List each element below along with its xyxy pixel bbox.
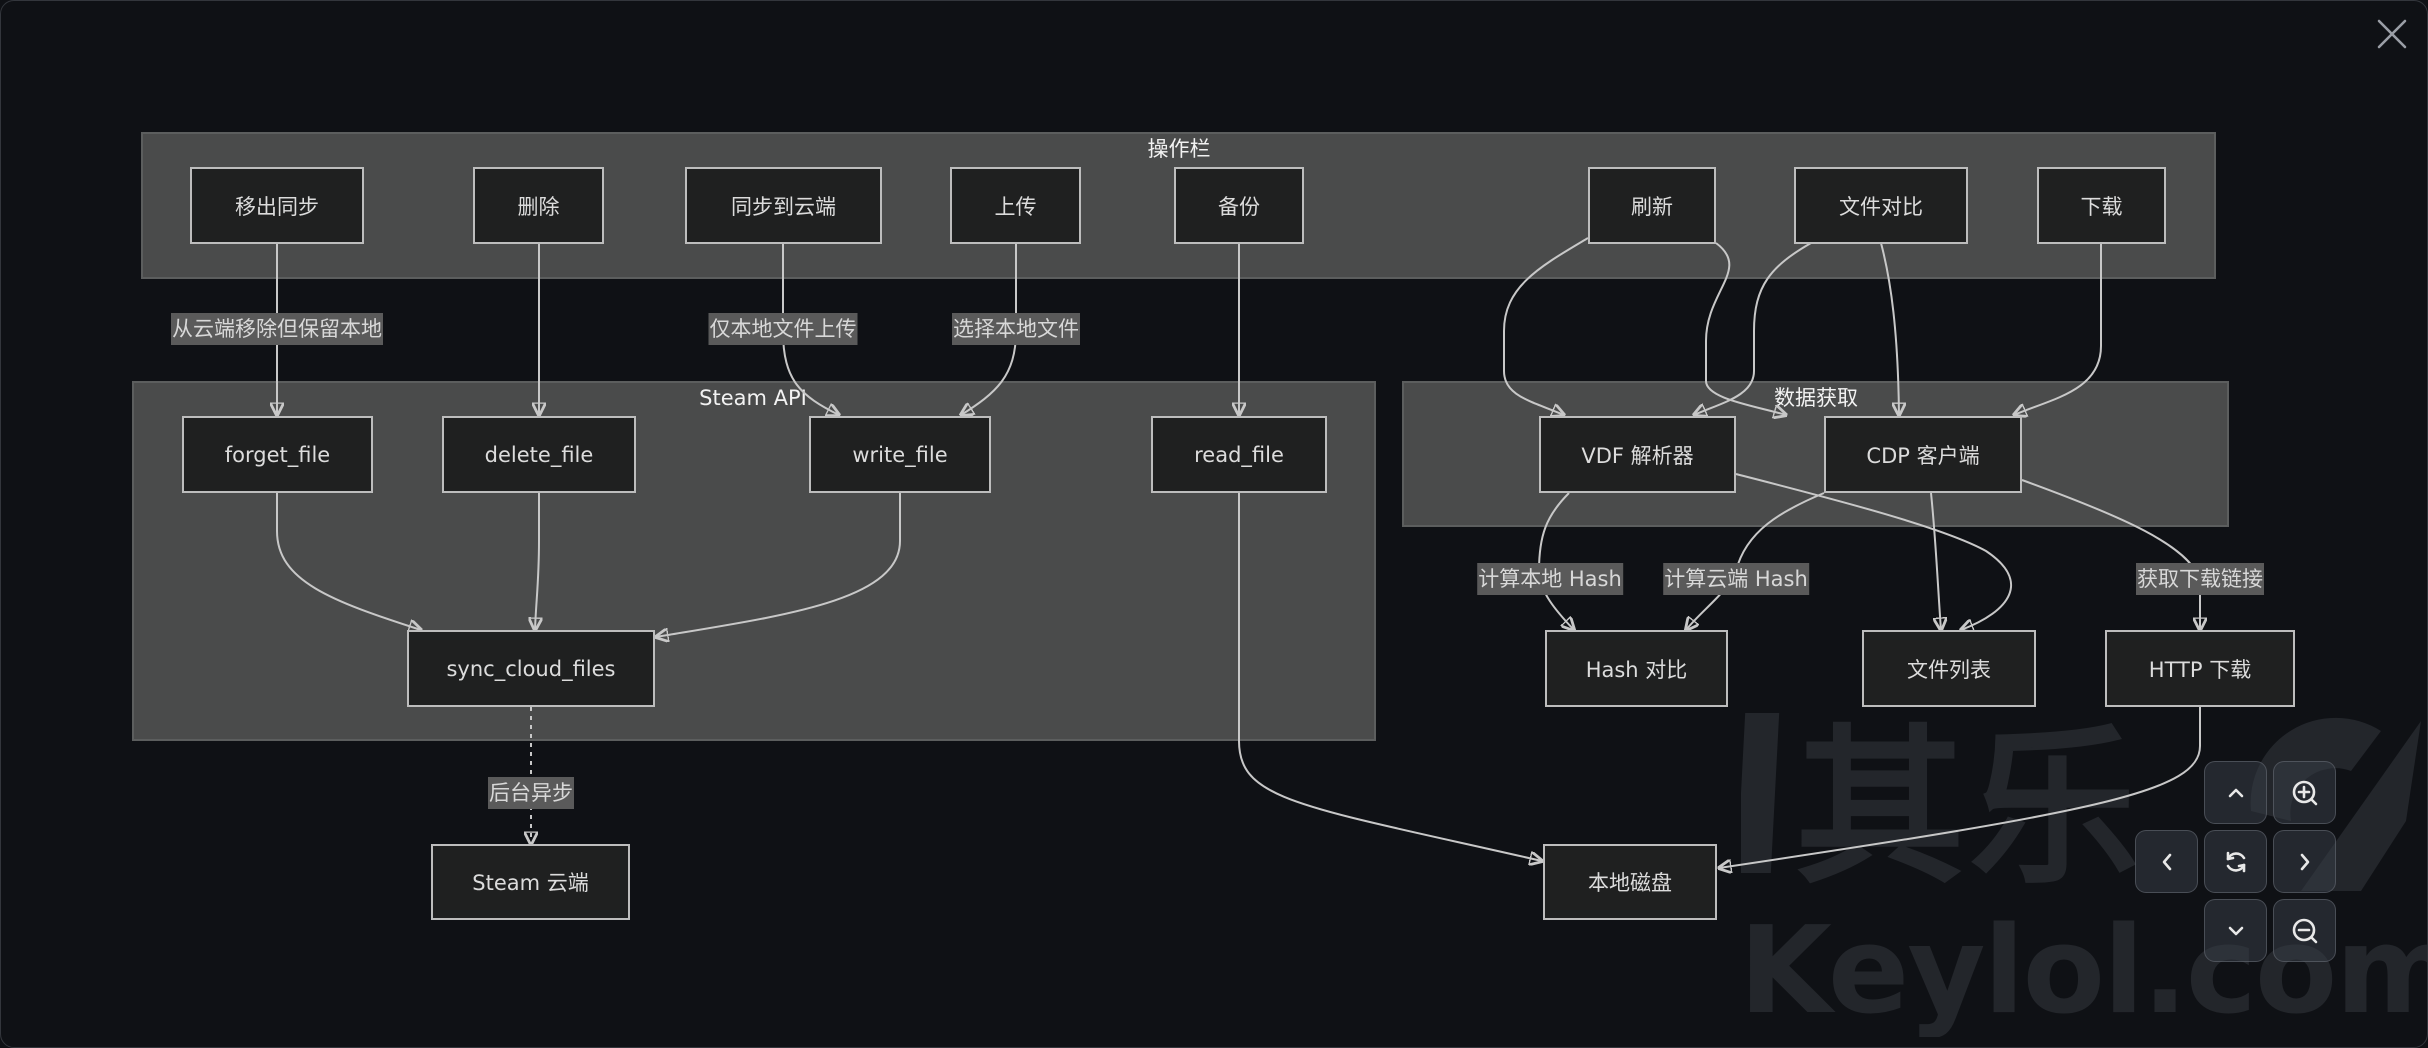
close-button[interactable]: [2375, 17, 2409, 51]
node-delete-file[interactable]: delete_file: [442, 416, 636, 493]
zoom-in-button[interactable]: [2273, 761, 2336, 824]
node-steam-cloud[interactable]: Steam 云端: [431, 844, 630, 920]
node-hash-compare[interactable]: Hash 对比: [1545, 630, 1728, 707]
edge-http-to-local-disk: [1719, 707, 2201, 868]
watermark-cn-text: 其乐: [1795, 713, 2144, 893]
chevron-left-icon: [2162, 853, 2171, 870]
watermark-logo-cn: 其乐: [1741, 713, 2143, 893]
edge-label-local-only-upload: 仅本地文件上传: [708, 313, 858, 345]
chevron-down-icon: [2228, 926, 2243, 935]
node-file-list[interactable]: 文件列表: [1862, 630, 2036, 707]
node-delete[interactable]: 删除: [473, 167, 604, 244]
edge-label-get-download-link: 获取下载链接: [2136, 563, 2264, 595]
zoom-in-icon: [2292, 780, 2317, 805]
node-download[interactable]: 下载: [2037, 167, 2166, 244]
edge-label-select-local-file: 选择本地文件: [952, 313, 1080, 345]
edge-label-background-async: 后台异步: [488, 777, 574, 809]
pan-left-button[interactable]: [2135, 830, 2198, 893]
subgraph-title-steam-api: Steam API: [699, 386, 807, 410]
node-refresh[interactable]: 刷新: [1588, 167, 1716, 244]
node-backup[interactable]: 备份: [1174, 167, 1304, 244]
subgraph-title-ops: 操作栏: [1147, 137, 1211, 161]
node-http-download[interactable]: HTTP 下载: [2105, 630, 2295, 707]
refresh-icon: [2226, 851, 2245, 872]
node-read-file[interactable]: read_file: [1151, 416, 1327, 493]
node-sync-to-cloud[interactable]: 同步到云端: [685, 167, 882, 244]
pan-up-button[interactable]: [2204, 761, 2267, 824]
pan-down-button[interactable]: [2204, 899, 2267, 962]
node-sync-cloud-files[interactable]: sync_cloud_files: [407, 630, 655, 707]
node-cdp-client[interactable]: CDP 客户端: [1824, 416, 2022, 493]
node-upload[interactable]: 上传: [950, 167, 1081, 244]
node-file-compare[interactable]: 文件对比: [1794, 167, 1968, 244]
edge-label-calc-local-hash: 计算本地 Hash: [1477, 563, 1623, 595]
close-icon: [2377, 19, 2407, 49]
node-write-file[interactable]: write_file: [809, 416, 991, 493]
edge-label-calc-cloud-hash: 计算云端 Hash: [1663, 563, 1809, 595]
zoom-out-icon: [2292, 918, 2317, 943]
node-local-disk[interactable]: 本地磁盘: [1543, 844, 1717, 920]
edge-label-remove-keep-local: 从云端移除但保留本地: [171, 313, 383, 345]
node-forget-file[interactable]: forget_file: [182, 416, 373, 493]
node-remove-sync[interactable]: 移出同步: [190, 167, 364, 244]
reset-view-button[interactable]: [2204, 830, 2267, 893]
chevron-up-icon: [2228, 788, 2243, 797]
node-vdf-parser[interactable]: VDF 解析器: [1539, 416, 1736, 493]
pan-right-button[interactable]: [2273, 830, 2336, 893]
subgraph-title-data-fetch: 数据获取: [1774, 386, 1858, 410]
zoom-out-button[interactable]: [2273, 899, 2336, 962]
chevron-right-icon: [2300, 853, 2309, 870]
